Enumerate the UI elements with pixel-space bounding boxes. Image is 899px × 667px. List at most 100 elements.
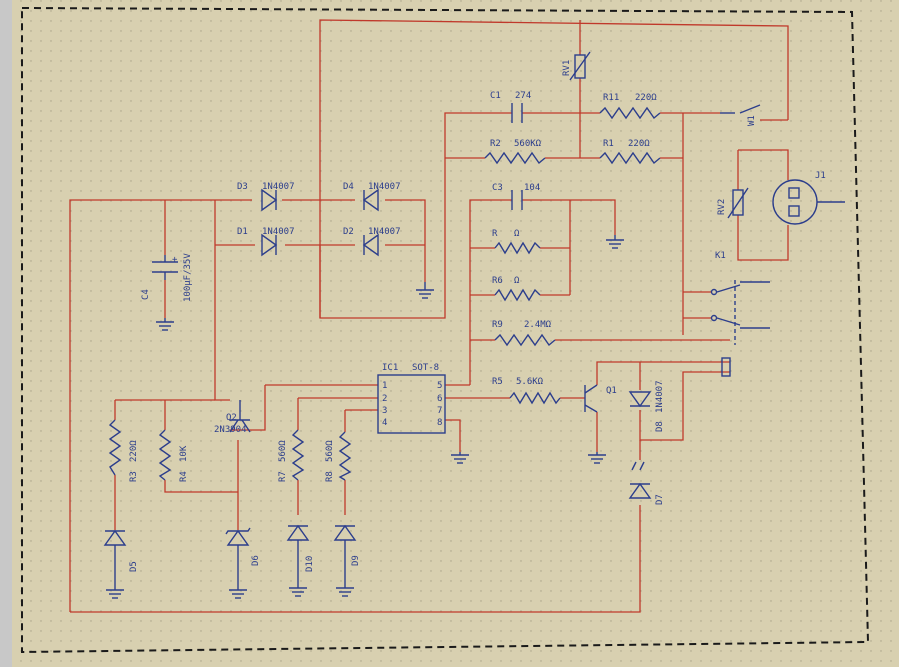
capacitor-c3	[511, 190, 523, 210]
led-d9	[333, 524, 357, 588]
relay-k1	[710, 280, 770, 377]
label-c4: C4	[141, 289, 151, 300]
resistor-r1	[599, 151, 661, 165]
jack-j1	[772, 179, 845, 225]
label-r11: R11	[603, 93, 619, 103]
ground-icon	[336, 587, 354, 597]
wires	[69, 19, 789, 613]
label-d5: D5	[129, 561, 139, 572]
diode-d8	[628, 391, 652, 408]
window-edge	[0, 0, 12, 667]
ground-icon	[106, 589, 124, 599]
resistor-r6	[494, 288, 541, 302]
label-j1: J1	[815, 171, 826, 181]
label-r-value: Ω	[514, 229, 520, 239]
label-d3: D3	[237, 182, 248, 192]
resistor-r11	[599, 106, 661, 120]
label-d2: D2	[343, 227, 354, 237]
ground-icon	[606, 235, 624, 249]
label-pin1: 1	[382, 381, 387, 391]
resistor-r5	[509, 391, 561, 405]
antenna-w1	[720, 104, 761, 114]
label-q2: Q2	[226, 413, 237, 423]
labels: D3 1N4007 D4 1N4007 D1 1N4007 D2 1N4007 …	[129, 60, 826, 572]
label-pin7: 7	[437, 406, 442, 416]
resistor-r	[494, 241, 541, 255]
label-pin2: 2	[382, 394, 387, 404]
label-c4-value: 100µF/35V	[183, 253, 193, 302]
label-ic1: IC1	[382, 363, 398, 373]
ground-icon	[416, 282, 434, 299]
label-d1: D1	[237, 227, 248, 237]
ground-icon	[451, 452, 469, 464]
label-pin3: 3	[382, 406, 387, 416]
diode-d5	[103, 529, 127, 590]
label-c1-value: 274	[515, 91, 531, 101]
label-r3-value: 220Ω	[129, 440, 139, 462]
label-k1: K1	[715, 251, 726, 261]
label-r2: R2	[490, 139, 501, 149]
label-r7-value: 560Ω	[278, 440, 288, 462]
label-pin4: 4	[382, 418, 387, 428]
label-c1: C1	[490, 91, 501, 101]
label-r1: R1	[603, 139, 614, 149]
label-d1-value: 1N4007	[262, 227, 295, 237]
varistor-rv2	[727, 187, 749, 219]
label-c3: C3	[492, 183, 503, 193]
led-d10	[286, 524, 310, 588]
resistor-r8	[338, 431, 352, 481]
ground-icon	[588, 452, 606, 464]
label-r3: R3	[129, 471, 139, 482]
label-d9: D9	[351, 555, 361, 566]
label-r5: R5	[492, 377, 503, 387]
resistor-r2	[484, 151, 546, 165]
label-c4-plus: +	[172, 255, 178, 265]
capacitor-c4	[152, 255, 178, 280]
capacitor-c1	[511, 103, 523, 123]
label-d3-value: 1N4007	[262, 182, 295, 192]
label-d4: D4	[343, 182, 354, 192]
label-r4-value: 10K	[179, 445, 189, 462]
ground-icon	[156, 318, 174, 331]
transistor-q2	[229, 400, 251, 433]
label-r4: R4	[179, 471, 189, 482]
label-d6: D6	[251, 555, 261, 566]
resistor-r7	[291, 429, 305, 481]
label-d7: D7	[655, 494, 665, 505]
label-d2-value: 1N4007	[368, 227, 401, 237]
label-r6-value: Ω	[514, 276, 520, 286]
ground-icon	[289, 587, 307, 597]
label-r8-value: 560Ω	[325, 440, 335, 462]
label-r7: R7	[278, 471, 288, 482]
label-r8: R8	[325, 471, 335, 482]
label-pin6: 6	[437, 394, 442, 404]
label-r9: R9	[492, 320, 503, 330]
label-r5-value: 5.6KΩ	[516, 377, 544, 387]
resistor-r9	[494, 333, 556, 347]
diode-d3	[261, 188, 278, 212]
label-d4-value: 1N4007	[368, 182, 401, 192]
led-d7	[628, 461, 652, 499]
label-w1: W1	[747, 115, 757, 126]
ic1-chip	[377, 374, 446, 434]
label-c3-value: 104	[524, 183, 540, 193]
resistor-r4	[158, 429, 172, 481]
resistor-r3	[108, 419, 122, 476]
label-rv2: RV2	[717, 199, 727, 215]
label-pin8: 8	[437, 418, 442, 428]
label-ic1-value: SOT-8	[412, 363, 439, 373]
label-r11-value: 220Ω	[635, 93, 657, 103]
sheet-border	[21, 6, 870, 654]
label-r1-value: 220Ω	[628, 139, 650, 149]
varistor-rv1	[569, 51, 591, 81]
label-d8-value: 1N4007	[655, 380, 665, 413]
label-rv1: RV1	[562, 60, 572, 76]
diode-d4	[362, 188, 379, 212]
ground-icon	[229, 589, 247, 599]
label-q2-value: 2N3904	[214, 425, 247, 435]
diode-d1	[261, 233, 278, 257]
label-pin5: 5	[437, 381, 442, 391]
label-d8: D8	[655, 421, 665, 432]
